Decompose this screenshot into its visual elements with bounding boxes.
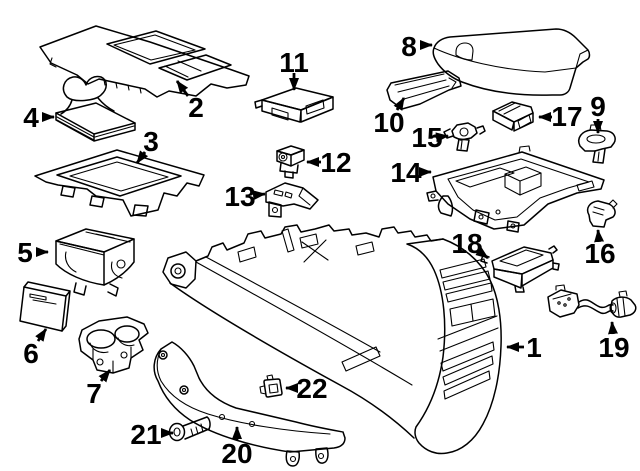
part-2-upper-trim-plate-drawing — [39, 25, 250, 98]
part-15-latch-release-drawing — [443, 122, 486, 152]
part-20-side-trim-panel-drawing — [153, 341, 346, 467]
callout-21-label: 21 — [130, 419, 161, 450]
callout-15: 15 — [411, 122, 449, 153]
callout-3: 3 — [135, 126, 159, 164]
callout-17: 17 — [538, 101, 583, 132]
callout-12: 12 — [306, 147, 352, 178]
callout-20-label: 20 — [221, 438, 252, 469]
callout-6: 6 — [23, 328, 48, 369]
callout-13-arrow — [252, 190, 266, 201]
callout-9-label: 9 — [590, 91, 606, 122]
callout-10: 10 — [373, 97, 406, 138]
callout-22: 22 — [285, 373, 328, 404]
callout-9: 9 — [590, 91, 606, 134]
callout-2-label: 2 — [188, 92, 204, 123]
part-4-shift-knob-drawing — [55, 75, 136, 142]
part-3-trim-retainer-drawing — [34, 149, 205, 217]
callout-4-label: 4 — [23, 102, 39, 133]
callout-4: 4 — [23, 102, 55, 133]
callout-1: 1 — [506, 332, 542, 363]
callout-16-label: 16 — [584, 238, 615, 269]
callout-14: 14 — [390, 157, 432, 188]
part-14-console-carrier-drawing — [426, 145, 605, 233]
callout-11-label: 11 — [279, 47, 309, 78]
part-16-latch-striker-drawing — [586, 199, 618, 228]
callout-10-arrow — [393, 97, 406, 111]
callout-18: 18 — [451, 228, 489, 260]
callout-18-arrow — [475, 246, 489, 260]
part-5-storage-compartment-drawing — [55, 228, 135, 297]
callout-1-label: 1 — [526, 332, 542, 363]
callout-12-label: 12 — [320, 147, 351, 178]
part-7-cupholder-insert-drawing — [78, 316, 149, 374]
callout-19-arrow — [608, 321, 618, 335]
callout-13: 13 — [224, 181, 266, 212]
callout-21: 21 — [130, 419, 174, 450]
callout-17-label: 17 — [551, 101, 582, 132]
callout-3-label: 3 — [143, 126, 159, 157]
callout-6-arrow — [35, 328, 48, 342]
callout-19: 19 — [598, 321, 630, 363]
callout-11: 11 — [279, 47, 309, 91]
part-22-retainer-clip-drawing — [259, 374, 283, 398]
callout-16-arrow — [594, 229, 605, 243]
part-13-bracket-drawing — [265, 182, 319, 218]
callout-8: 8 — [401, 31, 433, 62]
callout-3-arrow — [135, 150, 149, 164]
callout-22-label: 22 — [296, 373, 327, 404]
part-6-compartment-mat-drawing — [19, 281, 71, 332]
callout-8-label: 8 — [401, 31, 417, 62]
callout-13-label: 13 — [224, 181, 255, 212]
part-17-power-outlet-drawing — [492, 101, 534, 132]
part-11-module-drawing — [254, 87, 334, 123]
callout-14-label: 14 — [390, 157, 422, 188]
callout-7: 7 — [86, 369, 112, 409]
callout-2-arrow — [175, 80, 190, 97]
part-8-armrest-lid-drawing — [432, 28, 591, 96]
part-10-lid-trim-panel-drawing — [386, 70, 462, 110]
callout-7-arrow — [98, 369, 112, 383]
callout-18-label: 18 — [451, 228, 482, 259]
callout-5: 5 — [17, 237, 49, 268]
callout-5-label: 5 — [17, 237, 33, 268]
callout-10-label: 10 — [373, 107, 404, 138]
part-12-switch-drawing — [276, 145, 305, 179]
callout-15-arrow — [435, 132, 449, 143]
callout-2: 2 — [175, 80, 204, 123]
callout-20: 20 — [221, 426, 253, 469]
callout-15-label: 15 — [411, 122, 442, 153]
callout-7-label: 7 — [86, 378, 102, 409]
callout-6-label: 6 — [23, 338, 39, 369]
part-1-console-body-drawing — [162, 224, 502, 455]
callout-19-label: 19 — [598, 332, 629, 363]
callout-16: 16 — [584, 229, 616, 269]
part-19-wiring-harness-drawing — [547, 284, 637, 318]
